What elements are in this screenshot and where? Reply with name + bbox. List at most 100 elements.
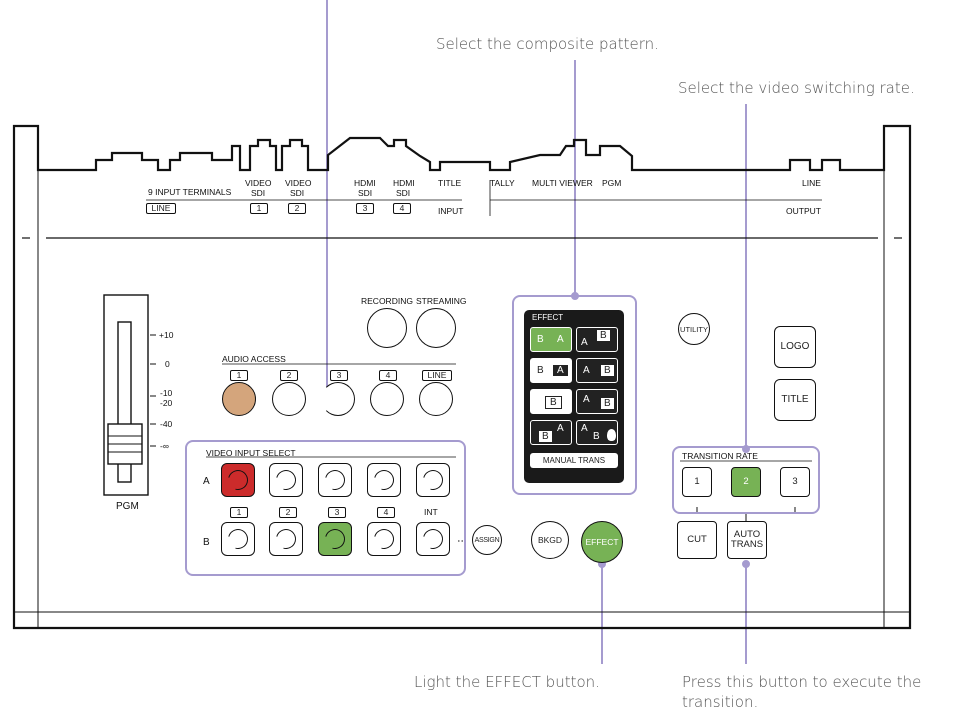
logo-button[interactable]: LOGO (774, 326, 816, 368)
audio-ch-4-tag: 4 (379, 370, 397, 381)
callout-execute-line1: Press this button to execute the (682, 673, 922, 691)
person-icon (607, 429, 616, 441)
audio-ch-1-tag: 1 (230, 370, 248, 381)
row-b-label: B (203, 537, 210, 548)
callout-effect-button: Light the EFFECT button. (414, 673, 600, 691)
input-3-tag: 3 (356, 203, 374, 214)
circle-icon (224, 525, 252, 553)
row-a-input-2-button[interactable] (269, 463, 303, 497)
fader-scale-plus10: +10 (159, 330, 174, 340)
hdmi-sdi-3-label-a: HDMI (354, 178, 376, 188)
row-b-input-1-button[interactable] (221, 522, 255, 556)
audio-ch-3-tag: 3 (330, 370, 348, 381)
input-1-tag: 1 (250, 203, 268, 214)
row-a-input-4-button[interactable] (367, 463, 401, 497)
title-input-label: TITLE (438, 178, 462, 188)
audio-ch-3-button[interactable] (321, 382, 355, 416)
transition-rate-highlight (672, 446, 820, 514)
callout-composite-pattern: Select the composite pattern. (436, 35, 659, 53)
fader-scale-0: 0 (165, 359, 170, 369)
rate-3-button[interactable]: 3 (780, 467, 810, 497)
video-sdi-1-label-a: VIDEO (245, 178, 272, 188)
utility-button[interactable]: UTILITY (678, 313, 710, 345)
audio-line-tag: LINE (422, 370, 452, 381)
audio-line-button[interactable] (419, 382, 453, 416)
recording-label: RECORDING (361, 296, 413, 306)
fader-scale-minus-inf: -∞ (160, 441, 169, 451)
audio-ch-2-button[interactable] (272, 382, 306, 416)
row-b-input-4-button[interactable] (367, 522, 401, 556)
line-tag: LINE (146, 203, 176, 214)
row-a-int-button[interactable] (416, 463, 450, 497)
bkgd-button[interactable]: BKGD (531, 521, 569, 559)
recording-button[interactable] (367, 308, 407, 348)
fader-scale-minus10: -10 (160, 388, 173, 398)
hdmi-sdi-4-label-a: HDMI (393, 178, 415, 188)
effect-panel-highlight (512, 295, 637, 495)
streaming-label: STREAMING (416, 296, 467, 306)
circle-icon (321, 525, 349, 553)
audio-ch-4-button[interactable] (370, 382, 404, 416)
video-sdi-1-label-b: SDI (251, 188, 266, 198)
audio-ch-2-tag: 2 (280, 370, 298, 381)
manual-trans-button[interactable]: MANUAL TRANS (530, 453, 618, 468)
input-4-tag: 4 (393, 203, 411, 214)
row-a-input-1-button[interactable] (221, 463, 255, 497)
hdmi-sdi-4-label-b: SDI (396, 188, 411, 198)
circle-icon (321, 466, 349, 494)
circle-icon (224, 466, 252, 494)
circle-icon (370, 525, 398, 553)
int-label: INT (424, 507, 438, 517)
circle-icon (370, 466, 398, 494)
callout-switching-rate: Select the video switching rate. (678, 79, 915, 97)
title-button[interactable]: TITLE (774, 379, 816, 421)
multi-viewer-label: MULTI VIEWER (532, 178, 593, 188)
output-section-label: OUTPUT (786, 206, 821, 216)
circle-icon (272, 525, 300, 553)
video-input-select-label: VIDEO INPUT SELECT (206, 448, 296, 458)
tally-label: TALLY (490, 178, 515, 188)
transition-rate-label: TRANSITION RATE (682, 451, 758, 461)
video-sdi-2-label-b: SDI (290, 188, 305, 198)
video-sdi-2-label-a: VIDEO (285, 178, 312, 188)
auto-trans-label-line1: AUTO (733, 529, 761, 540)
row-b-input-3-button[interactable] (318, 522, 352, 556)
pgm-output-label: PGM (602, 178, 622, 188)
row-b-input-2-button[interactable] (269, 522, 303, 556)
input-2-label: 2 (279, 507, 297, 518)
input-4-label: 4 (377, 507, 395, 518)
fader-scale-minus40: -40 (160, 419, 173, 429)
circle-icon (419, 466, 447, 494)
row-a-input-3-button[interactable] (318, 463, 352, 497)
input-2-tag: 2 (288, 203, 306, 214)
streaming-button[interactable] (416, 308, 456, 348)
input-3-label: 3 (328, 507, 346, 518)
row-b-int-button[interactable] (416, 522, 450, 556)
pgm-fader-knob[interactable] (108, 424, 142, 464)
rate-1-button[interactable]: 1 (682, 467, 712, 497)
effect-pattern-5[interactable]: B (530, 389, 572, 414)
circle-icon (419, 525, 447, 553)
cut-button[interactable]: CUT (677, 521, 717, 559)
video-input-select-highlight (185, 440, 466, 576)
assign-button[interactable]: ASSIGN (472, 525, 502, 555)
effect-button[interactable]: EFFECT (581, 521, 623, 563)
callout-execute-line2: transition. (682, 693, 759, 711)
row-a-label: A (203, 476, 210, 487)
fader-scale-minus20: -20 (160, 398, 173, 408)
hdmi-sdi-3-label-b: SDI (358, 188, 373, 198)
audio-ch-1-button[interactable] (222, 382, 256, 416)
effect-display-title: EFFECT (532, 313, 564, 322)
rate-2-button[interactable]: 2 (731, 467, 761, 497)
input-1-label: 1 (230, 507, 248, 518)
auto-trans-button[interactable]: AUTO TRANS (727, 521, 767, 559)
line-output-label: LINE (802, 178, 821, 188)
